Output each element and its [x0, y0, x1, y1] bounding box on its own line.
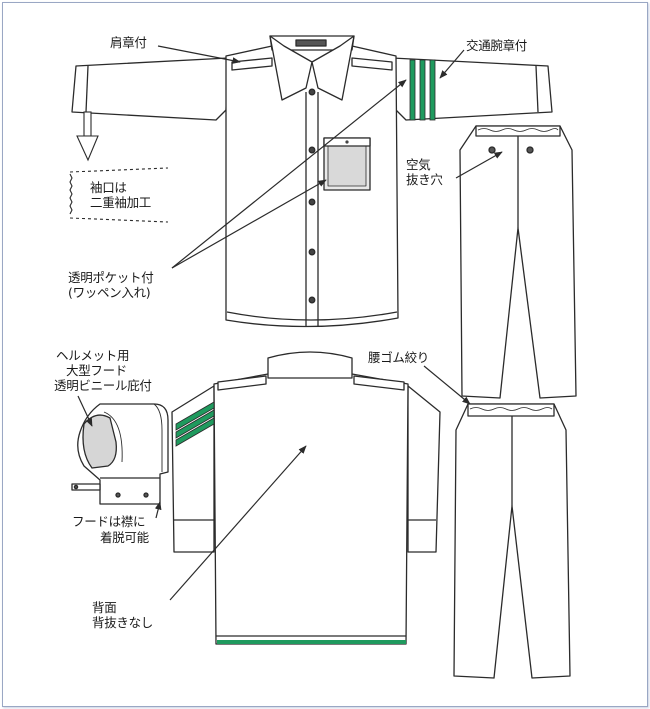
pants-lower	[453, 403, 571, 679]
label-hood-line1: ヘルメット用	[56, 348, 130, 363]
cuff-detail	[69, 111, 169, 223]
label-waist: 腰ゴム絞り	[368, 350, 430, 365]
label-epaulet: 肩章付	[110, 35, 147, 50]
front-armband	[409, 59, 436, 121]
label-air-vent-line1: 空気	[406, 157, 431, 172]
transparent-pocket	[323, 137, 371, 191]
back-armband	[175, 401, 215, 447]
air-vent-right	[526, 146, 534, 154]
label-back-line2: 背抜きなし	[92, 615, 154, 630]
label-armband: 交通腕章付	[466, 38, 528, 53]
front-collar	[269, 35, 355, 101]
label-hood-detach-line2: 着脱可能	[100, 530, 149, 545]
front-right-epaulet	[351, 57, 393, 71]
label-back-line1: 背面	[92, 600, 117, 615]
label-pocket-line2: (ワッペン入れ)	[68, 285, 151, 300]
label-hood-line2: 大型フード	[66, 363, 128, 378]
label-hood-detach-line1: フードは襟に	[72, 514, 146, 529]
back-jacket	[171, 351, 441, 645]
label-cuff-line2: 二重袖加工	[90, 195, 152, 210]
front-left-epaulet	[231, 57, 273, 71]
label-hood-line3: 透明ビニール庇付	[54, 378, 152, 393]
pants-upper	[459, 125, 577, 399]
label-air-vent-line2: 抜き穴	[406, 172, 443, 187]
back-hem-stripe	[217, 640, 406, 644]
label-pocket-line1: 透明ポケット付	[68, 270, 154, 285]
back-body	[213, 373, 409, 645]
label-cuff-line1: 袖口は	[90, 180, 127, 195]
front-left-sleeve	[71, 57, 229, 121]
leader-lines	[77, 45, 503, 601]
hood-window	[82, 414, 117, 469]
back-right-sleeve	[407, 385, 441, 553]
front-body	[225, 45, 399, 328]
hood	[71, 403, 169, 505]
back-collar	[267, 351, 353, 379]
air-vent-left	[488, 146, 496, 154]
front-right-sleeve	[391, 57, 553, 121]
front-jacket	[71, 35, 553, 328]
